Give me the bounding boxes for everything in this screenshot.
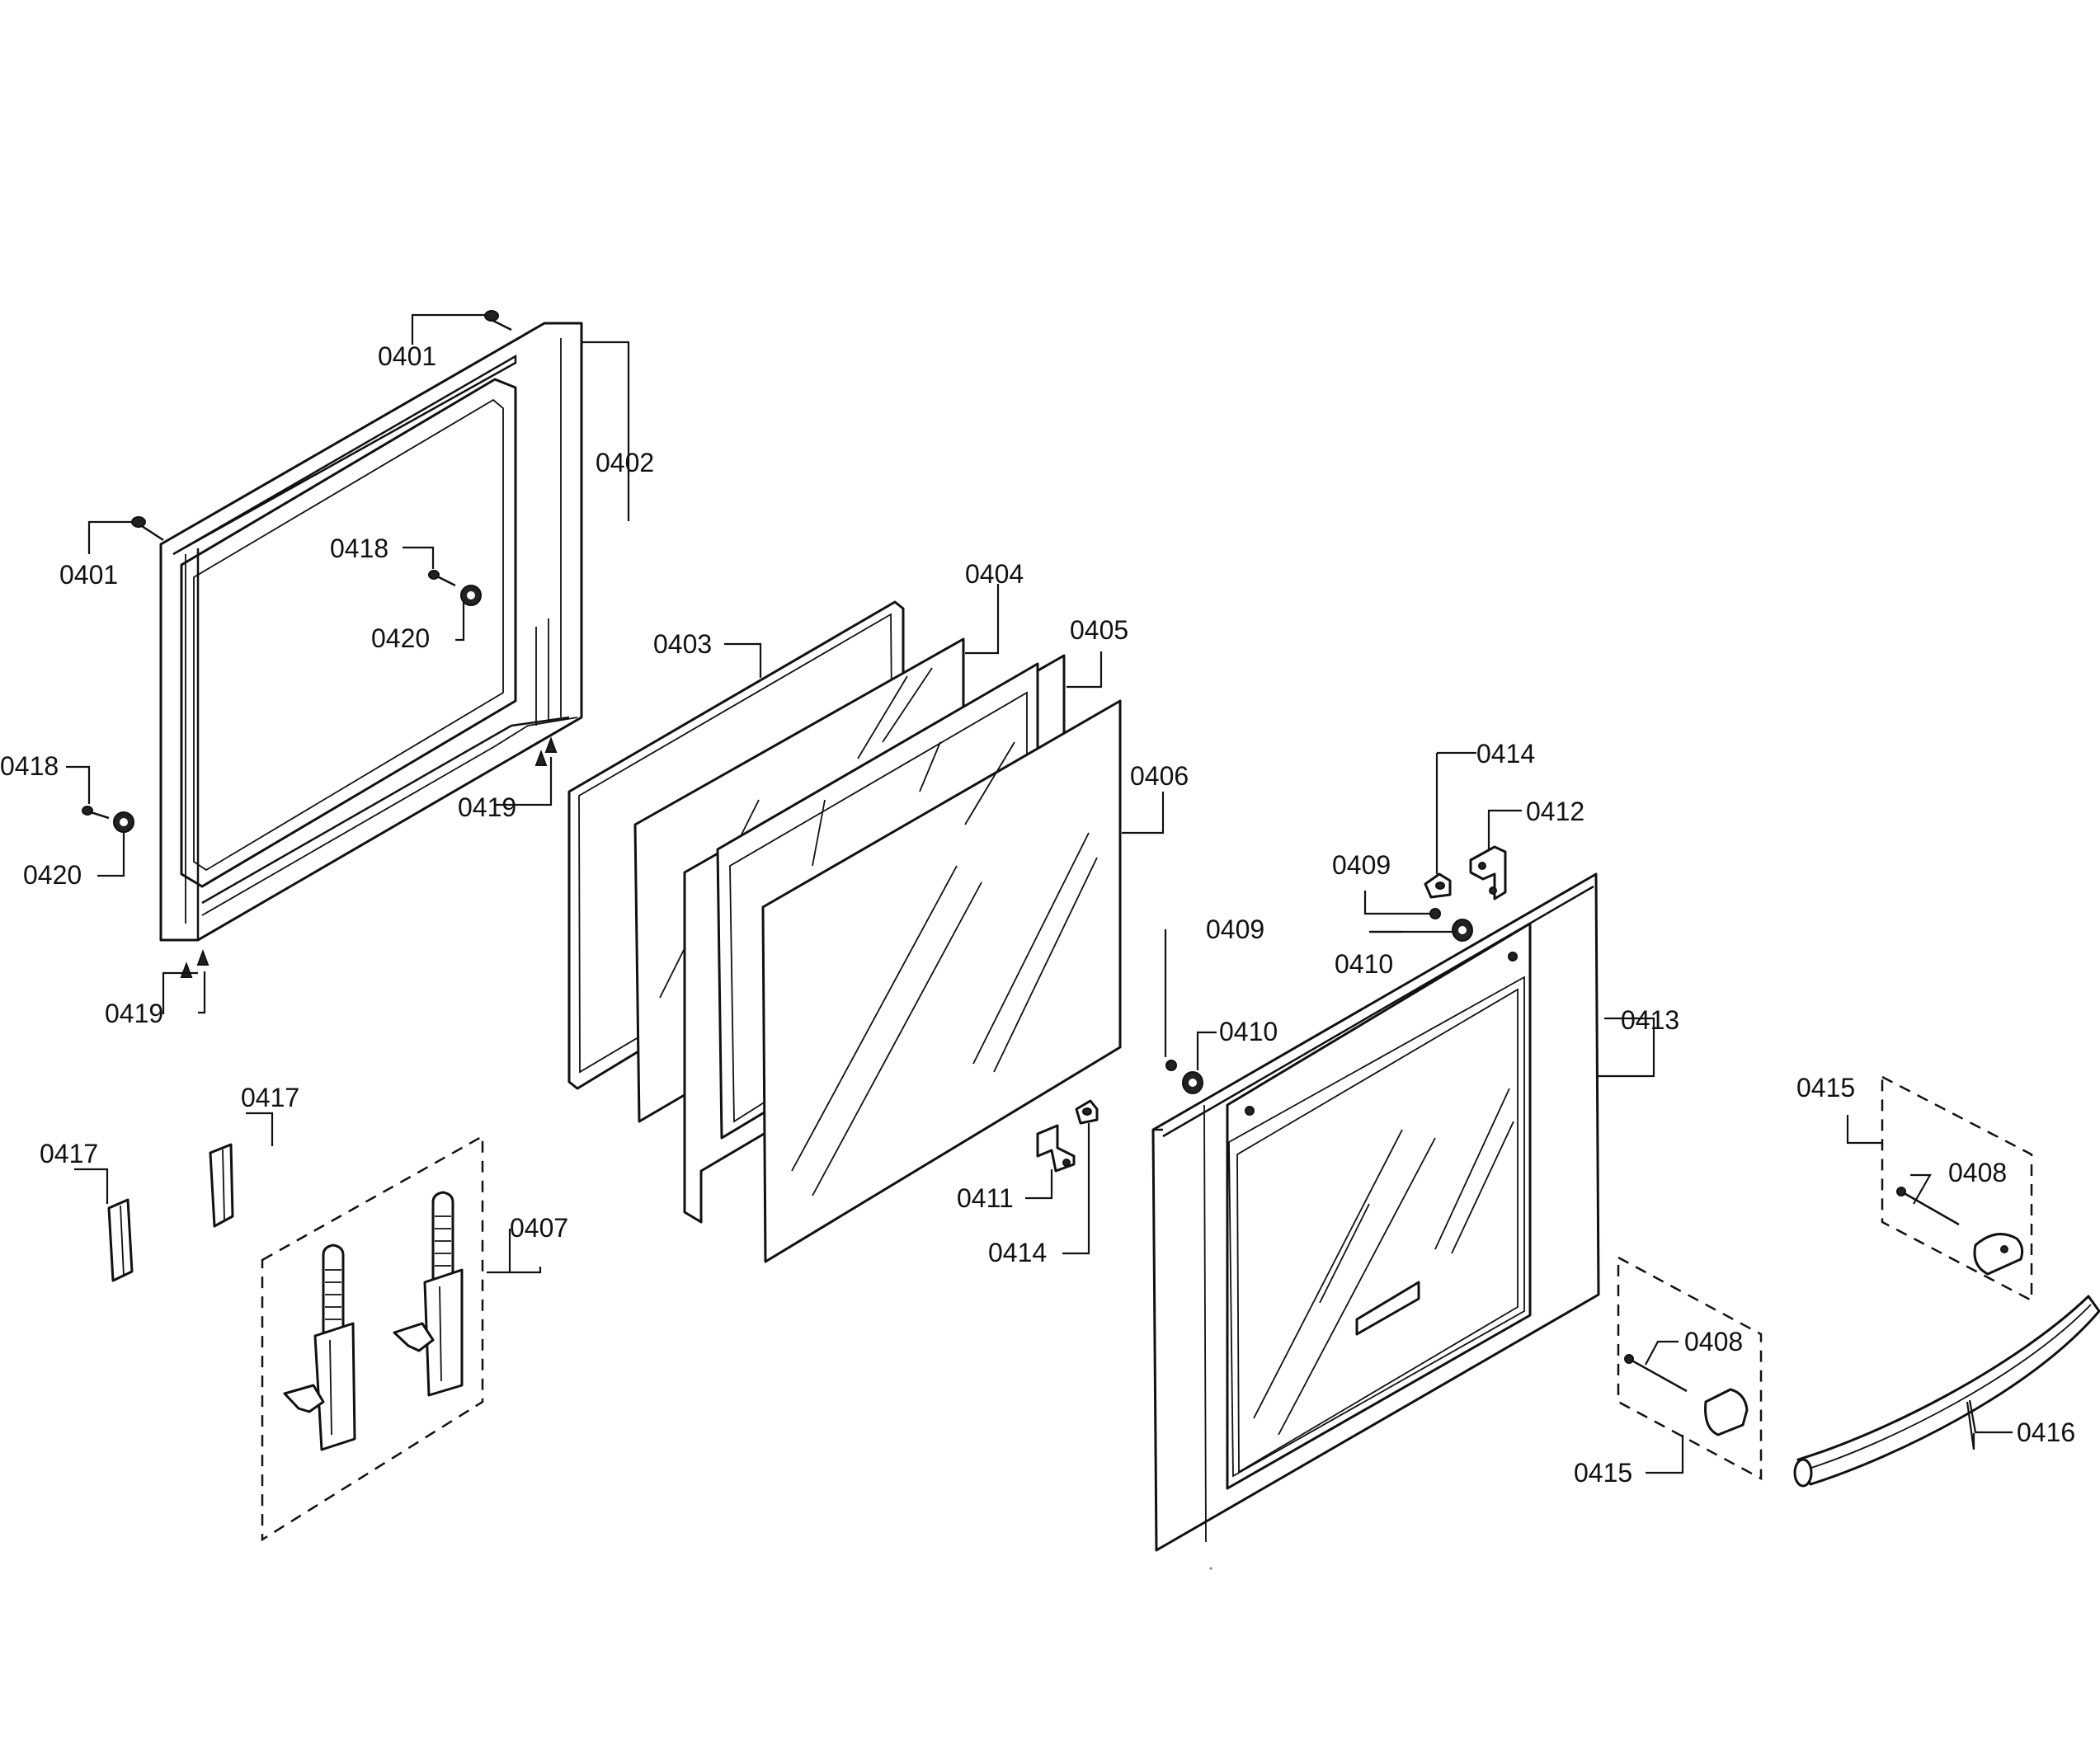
- pin-0408-lower: [1624, 1354, 1688, 1393]
- callout-0408-lower: 0408: [1684, 1327, 1743, 1356]
- callout-0415-lower: 0415: [1574, 1458, 1632, 1488]
- callout-0418-lower: 0418: [0, 751, 59, 781]
- callout-0402: 0402: [596, 448, 654, 477]
- screw-0418-upper: [428, 570, 456, 587]
- hinge-0407-left: [283, 1244, 356, 1451]
- handle-end-kit-0415-lower-box: [1617, 1255, 1763, 1481]
- screw-0401-top: [484, 310, 512, 331]
- callout-0418-upper: 0418: [330, 534, 388, 563]
- callout-0403: 0403: [653, 629, 712, 659]
- callout-0411: 0411: [957, 1183, 1014, 1213]
- screw-0401-left: [131, 516, 164, 542]
- leader-lines: [66, 313, 2013, 1474]
- hinge-0407-right: [393, 1191, 464, 1397]
- callout-0401-left: 0401: [59, 560, 118, 590]
- callout-0417-left: 0417: [40, 1139, 98, 1168]
- hinge-guide-0417-right: [209, 1143, 234, 1228]
- callout-0406: 0406: [1130, 761, 1189, 791]
- callout-0417-right: 0417: [241, 1083, 299, 1112]
- callout-0404: 0404: [965, 559, 1024, 589]
- spacer-0409-right: [1429, 908, 1441, 919]
- callout-0410-left: 0410: [1219, 1017, 1278, 1046]
- hinge-guide-0417-left: [107, 1198, 134, 1282]
- callout-0416: 0416: [2017, 1417, 2075, 1447]
- callout-0412: 0412: [1526, 797, 1584, 826]
- callout-labels: 0401 0401 0402 0418 0420 0418 0420 0419 …: [0, 341, 2075, 1488]
- screw-0418-lower: [82, 806, 110, 820]
- callout-0419-left: 0419: [105, 999, 163, 1028]
- end-cap-0415-lower: [1704, 1388, 1749, 1436]
- callout-0420-upper: 0420: [371, 623, 430, 653]
- glass-panel-0406: [761, 699, 1122, 1263]
- bushing-0410-left: [1182, 1071, 1203, 1094]
- callout-0409-left: 0409: [1206, 914, 1264, 944]
- inner-door-frame-0402: [159, 322, 583, 942]
- hinge-kit-0407-box: [261, 1134, 484, 1542]
- callout-0405: 0405: [1070, 615, 1128, 645]
- spacer-0409-left: [1165, 1060, 1177, 1071]
- outer-door-0413: [1151, 872, 1600, 1552]
- callout-0414-lower: 0414: [988, 1238, 1047, 1267]
- callout-0409-right: 0409: [1332, 850, 1391, 880]
- callout-0414-upper: 0414: [1476, 739, 1535, 769]
- bushing-0410-right: [1452, 919, 1473, 942]
- callout-0408-upper: 0408: [1948, 1158, 2007, 1187]
- handle-bar-0416: [1793, 1295, 2100, 1488]
- callout-0410-right: 0410: [1335, 949, 1393, 979]
- washer-0420-lower: [113, 811, 134, 833]
- clip-0414-lower: [1075, 1099, 1099, 1125]
- screws-0419-right: [534, 736, 558, 766]
- callout-0413: 0413: [1621, 1005, 1679, 1035]
- bracket-0411: [1036, 1124, 1076, 1173]
- washer-0420-upper: [460, 585, 482, 606]
- callout-0407: 0407: [510, 1213, 568, 1243]
- pin-0408-upper: [1896, 1187, 1960, 1226]
- callout-0419-right: 0419: [458, 792, 516, 822]
- callout-0415-upper: 0415: [1796, 1073, 1855, 1102]
- bracket-0412: [1469, 845, 1507, 900]
- stray-mark: [1209, 1567, 1212, 1570]
- clip-0414-upper: [1424, 872, 1452, 899]
- callout-0420-lower: 0420: [23, 860, 82, 890]
- callout-0401-top: 0401: [378, 341, 436, 371]
- end-cap-0415-upper: [1973, 1233, 2024, 1276]
